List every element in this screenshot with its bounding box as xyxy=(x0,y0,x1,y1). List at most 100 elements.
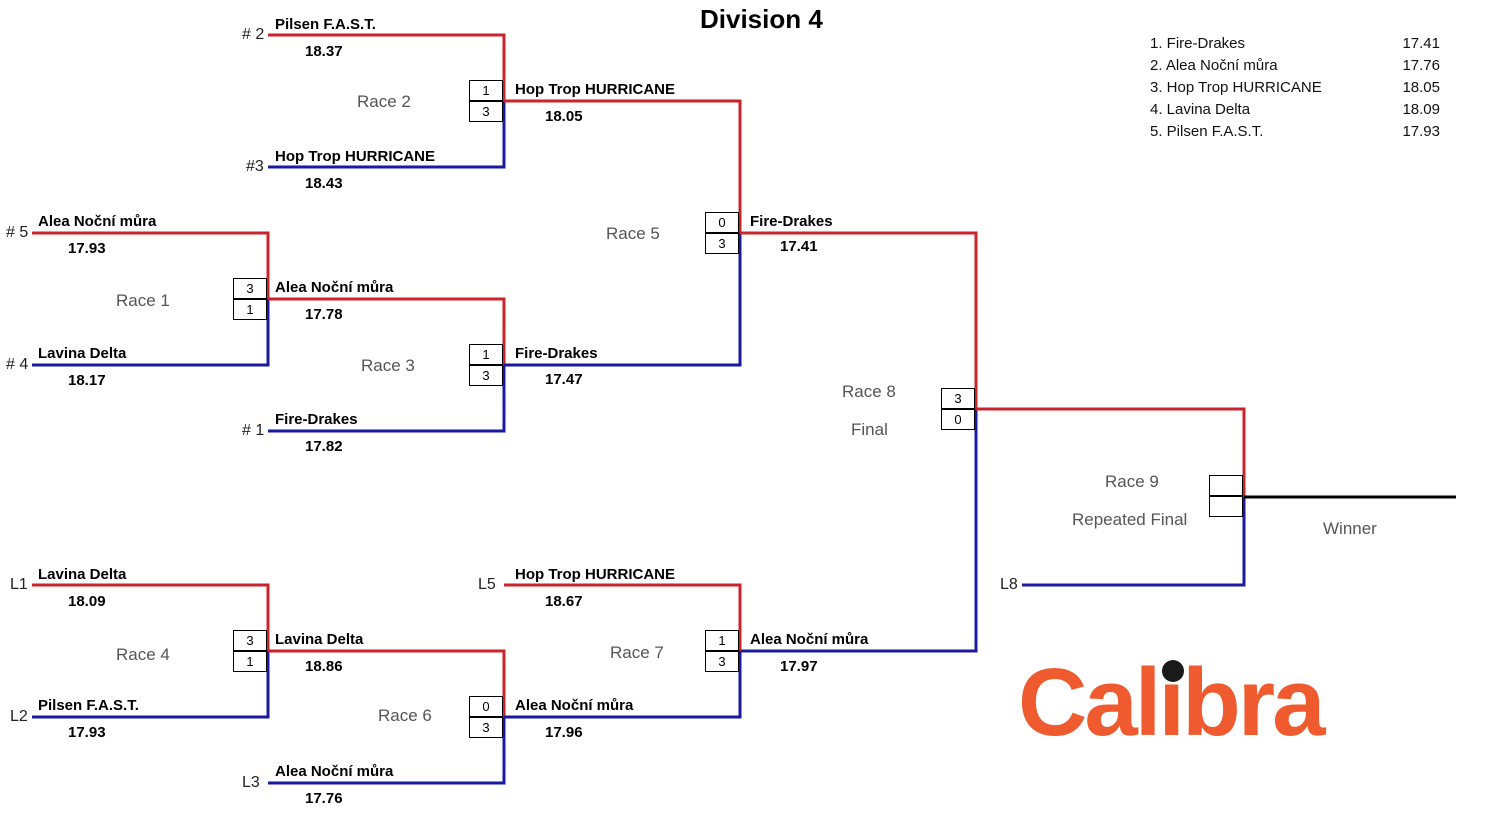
standings-team: 5. Pilsen F.A.S.T. xyxy=(1150,123,1264,140)
standings-team: 1. Fire-Drakes xyxy=(1150,35,1246,52)
score-top: 1 xyxy=(469,80,503,101)
seed-label: L3 xyxy=(242,774,260,791)
score-bottom: 3 xyxy=(705,233,739,254)
race-label: Race 3 xyxy=(361,356,415,375)
seed-label: L5 xyxy=(478,576,496,593)
team-name: Lavina Delta xyxy=(38,566,127,583)
race4-bottom-line xyxy=(32,651,270,719)
standings-time: 18.09 xyxy=(1402,101,1440,118)
score-top: 0 xyxy=(469,696,503,717)
score-bottom xyxy=(1209,496,1243,517)
race-sublabel: Final xyxy=(851,420,888,439)
race-label: Race 1 xyxy=(116,291,170,310)
race7-bottom-line xyxy=(504,651,742,719)
race7-top-line xyxy=(504,583,742,651)
team-name: Alea Noční můra xyxy=(275,279,394,296)
team-name: Alea Noční můra xyxy=(750,631,869,648)
score-top: 3 xyxy=(233,278,267,299)
team-time: 17.41 xyxy=(780,238,818,255)
team-name: Hop Trop HURRICANE xyxy=(515,566,675,583)
standings-row: 5. Pilsen F.A.S.T. 17.93 xyxy=(1150,123,1440,145)
team-time: 18.67 xyxy=(545,593,583,610)
team-name: Hop Trop HURRICANE xyxy=(275,148,435,165)
race1-bottom-line xyxy=(32,299,270,367)
race-sublabel: Repeated Final xyxy=(1072,510,1188,529)
race8-bottom-line xyxy=(740,409,978,653)
standings-time: 17.93 xyxy=(1402,123,1440,140)
score-top: 1 xyxy=(705,630,739,651)
standings-time: 17.76 xyxy=(1402,57,1440,74)
race5-bottom-line xyxy=(504,233,742,367)
race-label: Race 5 xyxy=(606,224,660,243)
team-time: 17.82 xyxy=(305,438,343,455)
seed-label: # 1 xyxy=(242,422,265,439)
team-name: Pilsen F.A.S.T. xyxy=(38,697,139,714)
team-name: Hop Trop HURRICANE xyxy=(515,81,675,98)
race-label: Race 4 xyxy=(116,645,170,664)
standings-team: 2. Alea Noční můra xyxy=(1150,57,1278,74)
race2-bottom-line xyxy=(268,101,506,169)
score-bottom: 3 xyxy=(705,651,739,672)
race6-bottom-line xyxy=(268,717,506,785)
race-label: Race 9 xyxy=(1105,472,1159,491)
standings-time: 17.41 xyxy=(1402,35,1440,52)
score-bottom: 1 xyxy=(233,299,267,320)
team-time: 18.09 xyxy=(68,593,106,610)
team-name: Fire-Drakes xyxy=(515,345,598,362)
score-bottom: 3 xyxy=(469,717,503,738)
team-name: Fire-Drakes xyxy=(750,213,833,230)
score-top xyxy=(1209,475,1243,496)
standings-team: 4. Lavina Delta xyxy=(1150,101,1251,118)
score-bottom: 1 xyxy=(233,651,267,672)
score-top: 3 xyxy=(233,630,267,651)
team-name: Lavina Delta xyxy=(275,631,364,648)
score-top: 3 xyxy=(941,388,975,409)
team-time: 18.43 xyxy=(305,175,343,192)
standings-team: 3. Hop Trop HURRICANE xyxy=(1150,79,1322,96)
standings-list: 1. Fire-Drakes 17.41 2. Alea Noční můra 17… xyxy=(1150,35,1440,145)
race8-top-line xyxy=(740,231,978,409)
standings-row: 3. Hop Trop HURRICANE 18.05 xyxy=(1150,79,1440,101)
race9-top-line xyxy=(976,407,1246,497)
race2-top-line xyxy=(268,33,506,101)
race4-top-line xyxy=(32,583,270,651)
score-bottom: 3 xyxy=(469,101,503,122)
standings-row: 4. Lavina Delta 18.09 xyxy=(1150,101,1440,123)
standings-time: 18.05 xyxy=(1402,79,1440,96)
team-time: 17.78 xyxy=(305,306,343,323)
team-time: 17.76 xyxy=(305,790,343,807)
team-name: Alea Noční můra xyxy=(38,213,157,230)
seed-label: # 4 xyxy=(6,356,29,373)
race6-top-line xyxy=(268,649,506,717)
race9-bottom-line xyxy=(1022,497,1246,587)
seed-label: L2 xyxy=(10,708,28,725)
score-top: 1 xyxy=(469,344,503,365)
seed-label: # 2 xyxy=(242,26,265,43)
race-label: Race 2 xyxy=(357,92,411,111)
score-top: 0 xyxy=(705,212,739,233)
team-name: Lavina Delta xyxy=(38,345,127,362)
team-time: 18.86 xyxy=(305,658,343,675)
seed-label: L1 xyxy=(10,576,28,593)
team-time: 18.05 xyxy=(545,108,583,125)
score-bottom: 0 xyxy=(941,409,975,430)
winner-label: Winner xyxy=(1323,519,1377,538)
team-time: 17.97 xyxy=(780,658,818,675)
team-time: 18.37 xyxy=(305,43,343,60)
race3-top-line xyxy=(268,297,506,365)
seed-label: L8 xyxy=(1000,576,1018,593)
standings-row: 1. Fire-Drakes 17.41 xyxy=(1150,35,1440,57)
team-time: 17.93 xyxy=(68,240,106,257)
race5-top-line xyxy=(504,99,742,233)
team-name: Alea Noční můra xyxy=(275,763,394,780)
race-label: Race 7 xyxy=(610,643,664,662)
logo-dot-icon xyxy=(1162,660,1184,682)
team-time: 18.17 xyxy=(68,372,106,389)
team-name: Fire-Drakes xyxy=(275,411,358,428)
team-name: Alea Noční můra xyxy=(515,697,634,714)
team-time: 17.93 xyxy=(68,724,106,741)
seed-label: #3 xyxy=(246,158,264,175)
race-label: Race 6 xyxy=(378,706,432,725)
